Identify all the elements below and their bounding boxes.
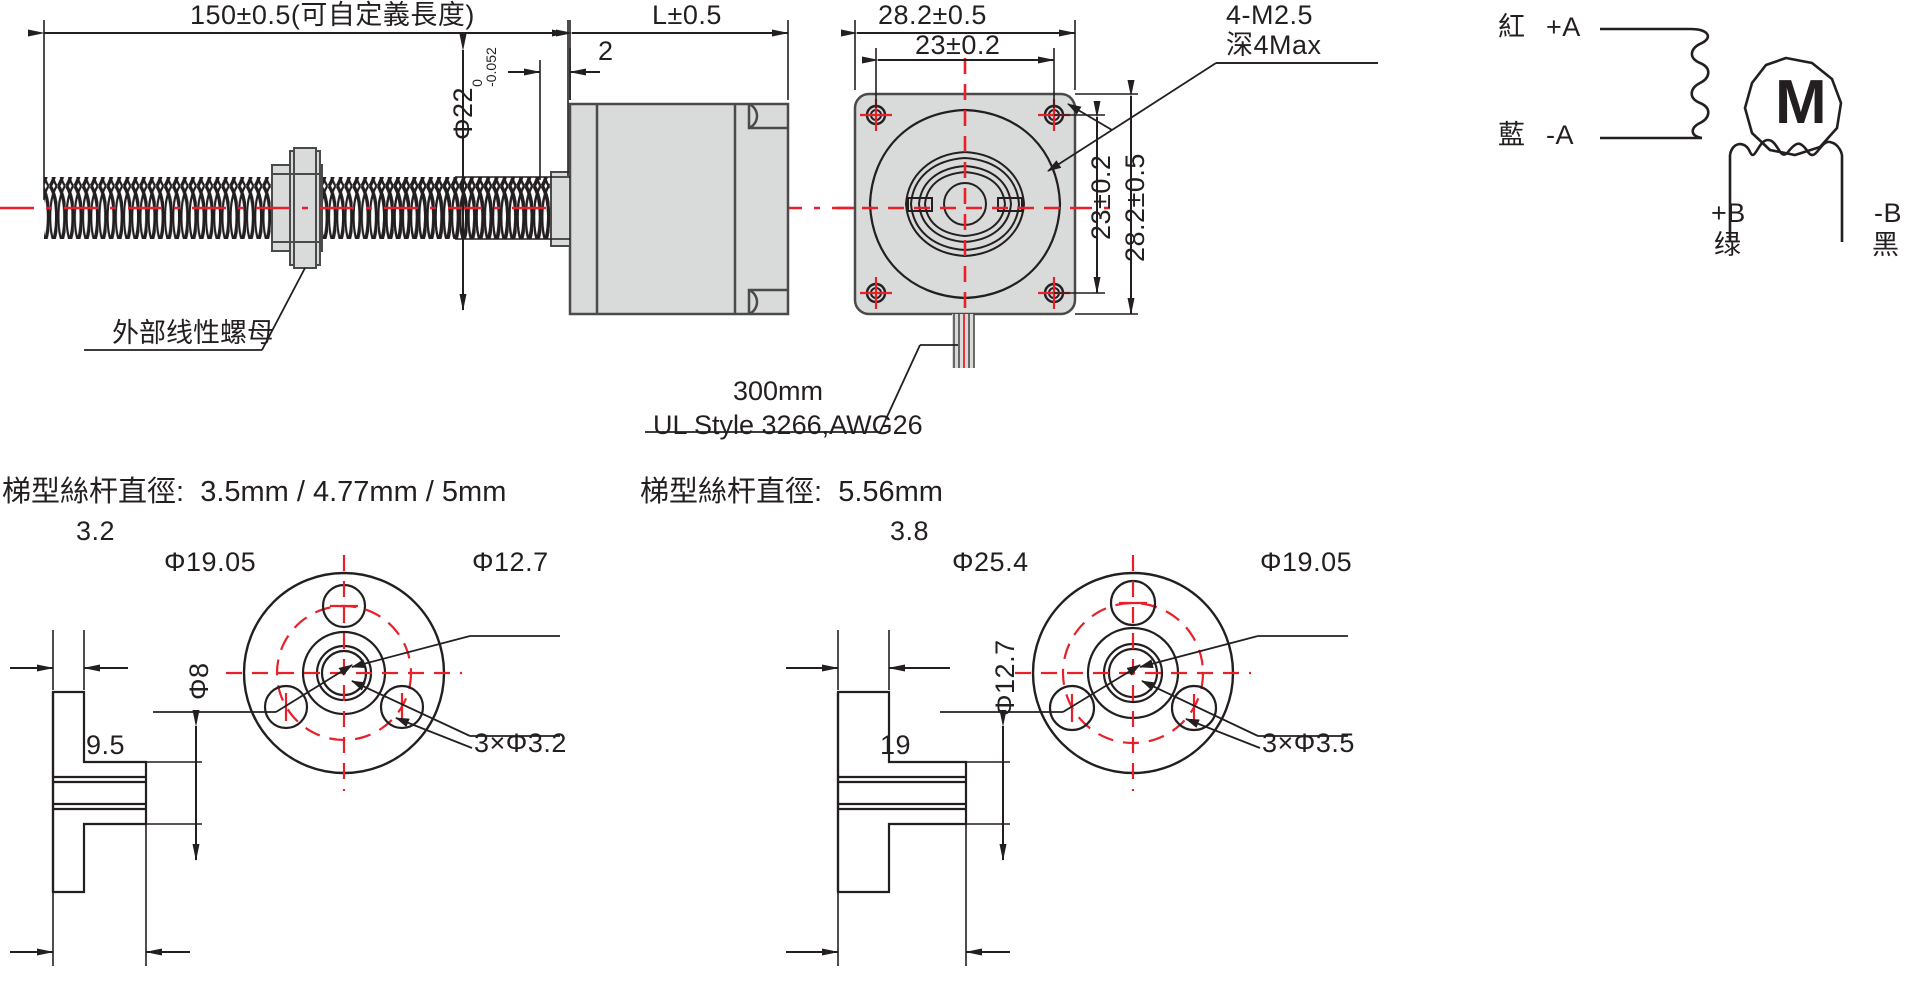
tapped-hole-callout-line2: 深4Max — [1226, 30, 1322, 60]
bolt-circle-dimension: 23±0.2 — [915, 30, 1001, 60]
flange-left-hole-dim: 3×Φ3.2 — [474, 728, 567, 758]
flange-left-section-dims — [10, 630, 202, 966]
lead-a-plus-color: 紅 — [1498, 12, 1526, 42]
flange-left-length-dim: 9.5 — [86, 730, 126, 760]
flange-right-length-dim: 19 — [880, 730, 912, 760]
flange-left-hub-dia-dim: Φ8 — [184, 662, 214, 700]
motor-symbol-label: M — [1775, 68, 1827, 137]
flange-left-face-view — [153, 555, 560, 791]
motor-front-view — [836, 58, 1098, 368]
lead-b-minus-terminal: -B — [1874, 198, 1902, 228]
flange-right-outer-dia-dim: Φ25.4 — [952, 547, 1029, 577]
wiring-schematic — [1600, 27, 1844, 242]
body-length-dimension: L±0.5 — [652, 0, 722, 30]
flange-right-bolt-circle-dim: Φ19.05 — [1260, 547, 1353, 577]
flange-left-section — [51, 690, 148, 894]
lead-b-minus-color: 黑 — [1872, 230, 1900, 260]
dimensions-top — [28, 20, 1378, 433]
flange-left-thickness-dim: 3.2 — [76, 516, 116, 546]
lead-a-minus-color: 藍 — [1498, 120, 1526, 150]
flange-left-outer-dia-dim: Φ19.05 — [164, 547, 257, 577]
body-width-dimension: 28.2±0.5 — [878, 0, 987, 30]
motor-side-view — [550, 102, 790, 316]
body-height-dimension: 28.2±0.5 — [1120, 153, 1150, 262]
wire-bundle — [952, 314, 975, 368]
flange-left-bolt-circle-dim: Φ12.7 — [472, 547, 549, 577]
wire-spec-callout: UL Style 3266,AWG26 — [653, 410, 923, 440]
lead-a-plus-terminal: +A — [1546, 12, 1581, 42]
lead-b-plus-terminal: +B — [1711, 198, 1746, 228]
flange-offset-dimension: 2 — [598, 36, 614, 66]
flange-right-hub-dia-dim: Φ12.7 — [990, 639, 1020, 716]
linear-nut-callout: 外部线性螺母 — [112, 318, 274, 348]
lead-b-plus-color: 绿 — [1714, 230, 1742, 260]
flange-right-section — [836, 690, 968, 894]
flange-right-hole-dim: 3×Φ3.5 — [1262, 728, 1355, 758]
wire-length-callout: 300mm — [733, 376, 824, 406]
lead-a-minus-terminal: -A — [1546, 120, 1574, 150]
bolt-circle-vertical-dimension: 23±0.2 — [1086, 154, 1116, 240]
flange-left-heading: 梯型絲杆直徑: 3.5mm / 4.77mm / 5mm — [2, 476, 507, 508]
flange-right-heading: 梯型絲杆直徑: 5.56mm — [640, 476, 943, 508]
flange-right-section-dims — [786, 630, 1010, 966]
screw-length-dimension: 150±0.5(可自定義長度) — [190, 0, 475, 30]
flange-right-face-view — [940, 555, 1348, 791]
tapped-hole-callout-line1: 4-M2.5 — [1226, 0, 1314, 30]
flange-right-thickness-dim: 3.8 — [890, 516, 930, 546]
